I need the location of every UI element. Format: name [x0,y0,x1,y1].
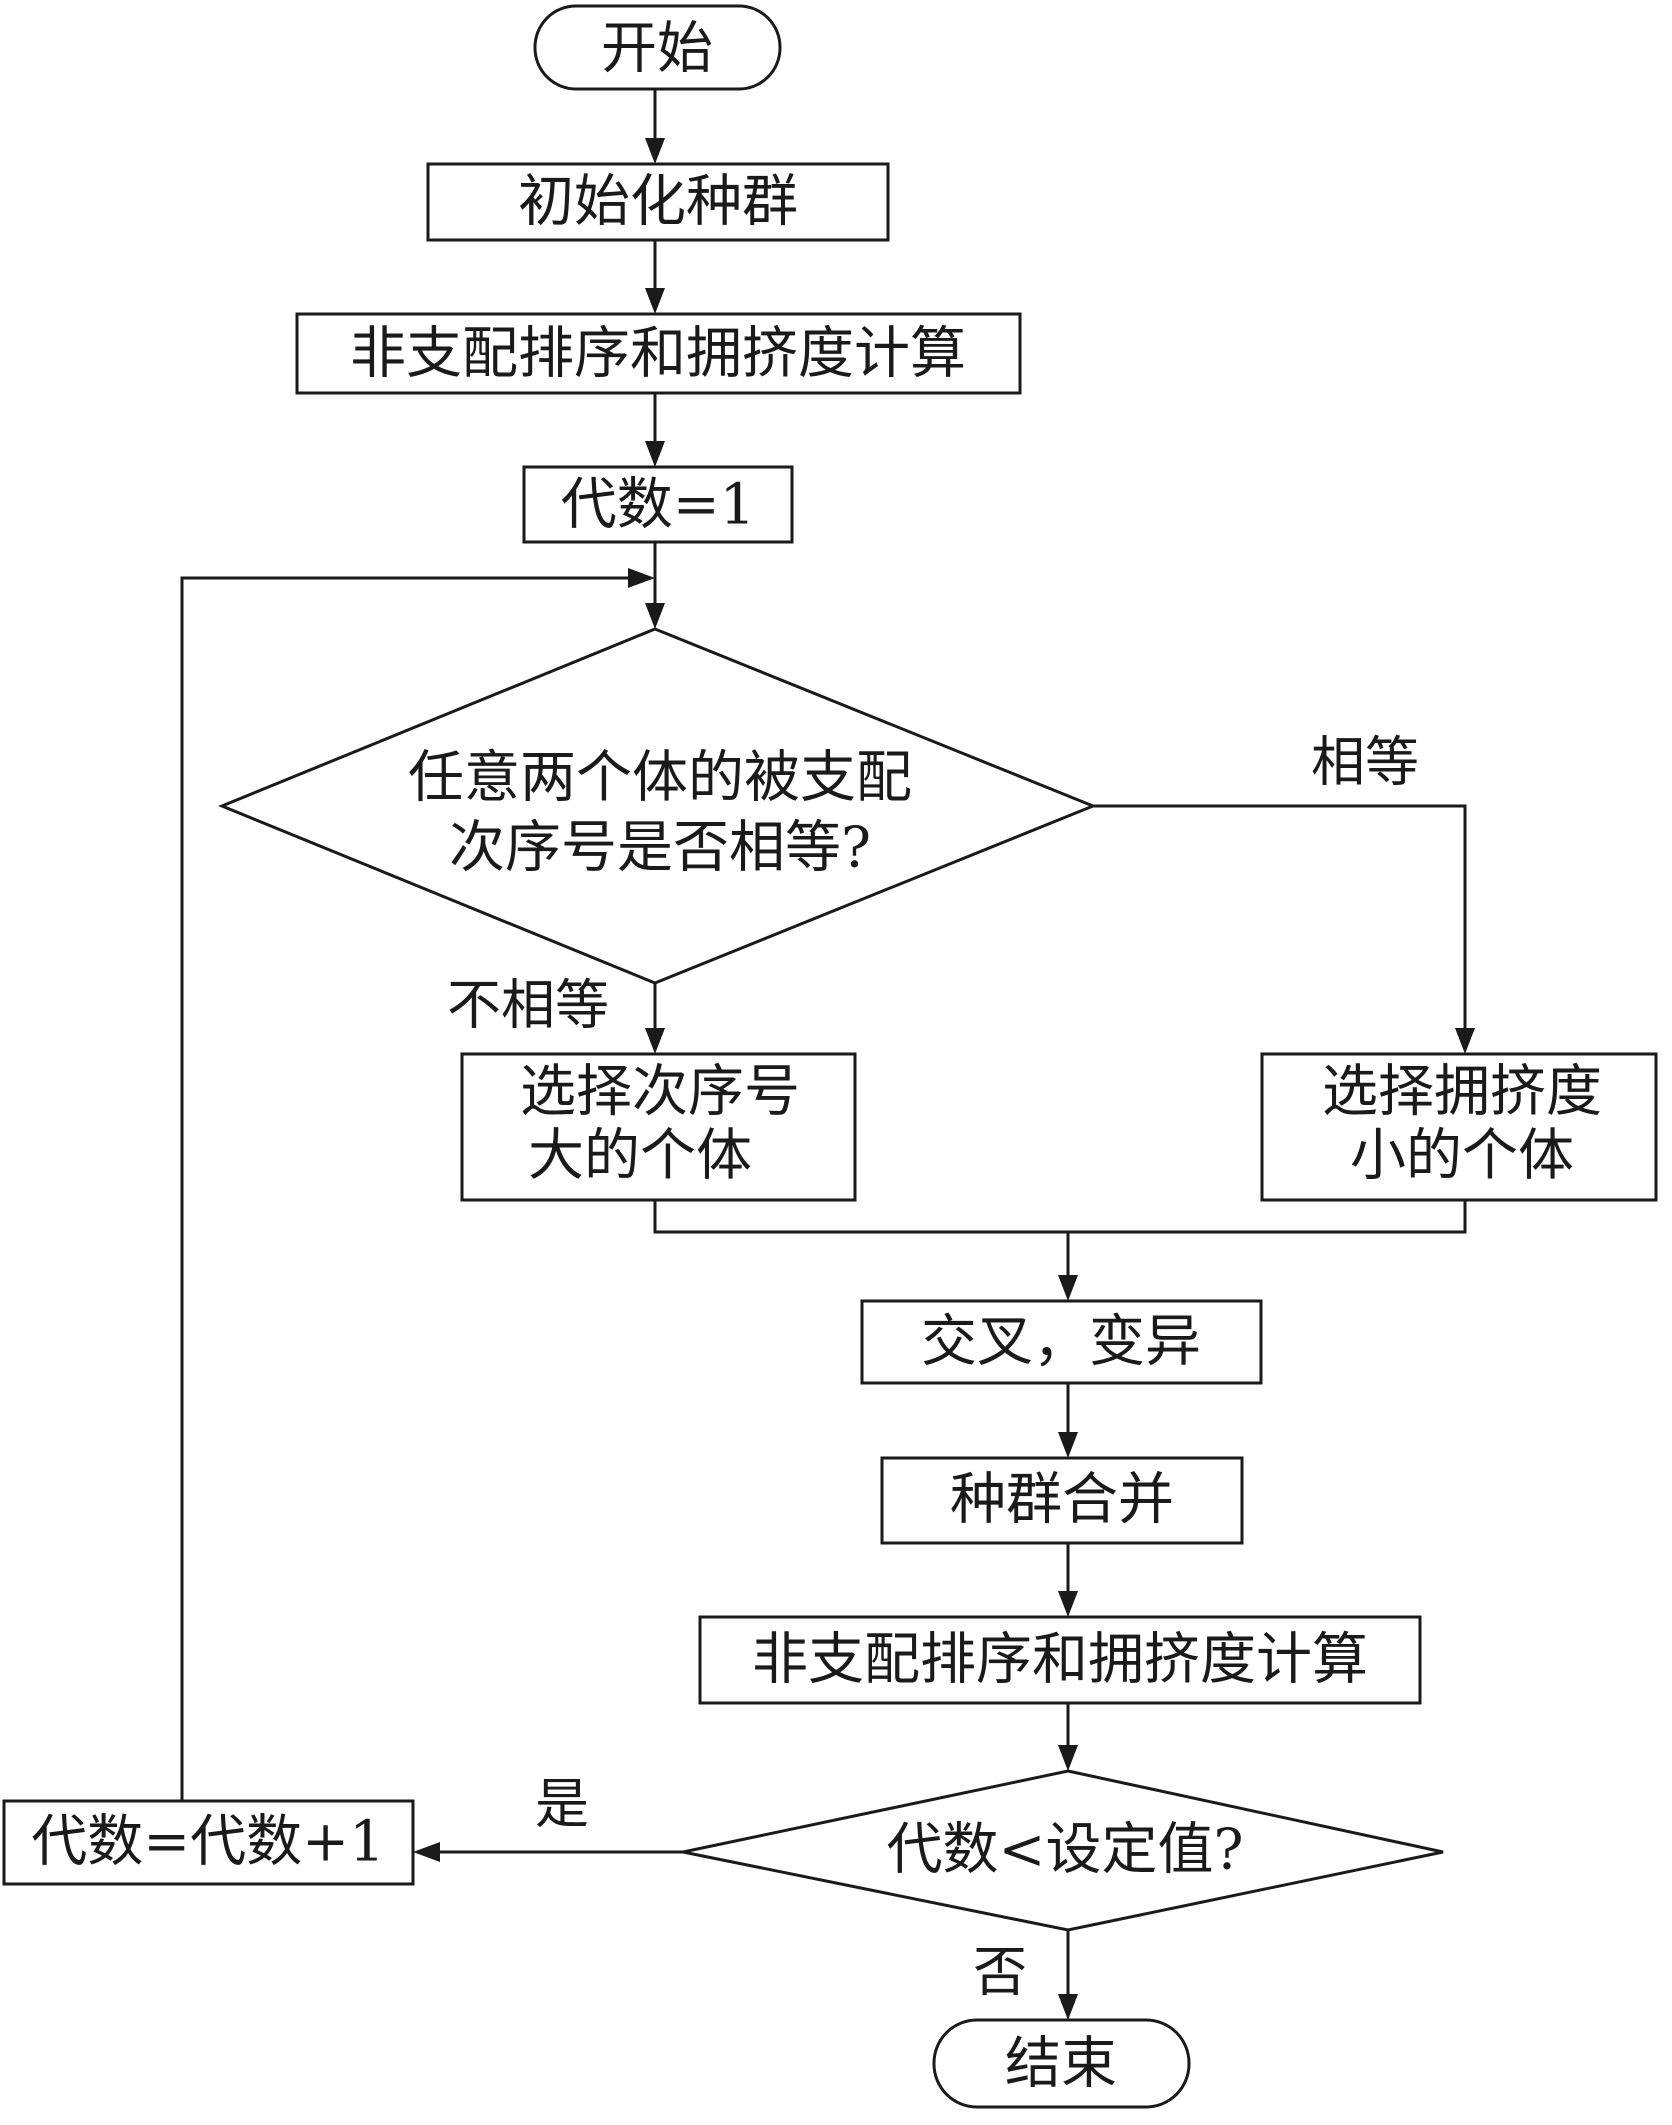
select-rank-label-line2: 大的个体 [528,1124,752,1189]
crossover-mutation-box: 交叉，变异 [860,1299,1263,1385]
generation-decision-diamond: 代数<设定值? [682,1769,1444,1932]
edge-decision-equal [1093,804,1467,1030]
init-population-box: 初始化种群 [426,162,890,242]
arrowhead [645,1028,665,1054]
arrowhead [1058,1745,1078,1771]
sort-crowding-box-1: 非支配排序和拥挤度计算 [295,312,1022,395]
gen-init-label: 代数=1 [561,473,756,538]
arrowhead [1058,1275,1078,1301]
select-rank-box: 选择次序号 大的个体 [460,1052,857,1202]
not-equal-label: 不相等 [447,974,609,1037]
rank-decision-label-line2: 次序号是否相等? [449,816,871,881]
equal-label: 相等 [1311,731,1419,794]
arrowhead [645,441,665,467]
arrowhead [645,603,665,629]
edge-merge-selections [653,1200,1467,1234]
edge-labels: 相等 不相等 是 否 [447,731,1419,2004]
edge-loop-back [180,576,630,1817]
arrowhead [1058,1432,1078,1458]
end-label: 结束 [1005,2032,1117,2097]
sort-crowding-label-2: 非支配排序和拥挤度计算 [752,1628,1368,1693]
generation-decision-label: 代数<设定值? [887,1818,1244,1883]
select-rank-label-line1: 选择次序号 [520,1060,800,1125]
sort-crowding-label-1: 非支配排序和拥挤度计算 [350,322,966,387]
yes-label: 是 [535,1773,589,1836]
rank-decision-diamond: 任意两个体的被支配 次序号是否相等? [218,627,1098,985]
select-crowding-label-line1: 选择拥挤度 [1322,1060,1602,1125]
gen-increment-label: 代数=代数+1 [31,1810,384,1875]
select-crowding-label-line2: 小的个体 [1350,1124,1574,1189]
merge-population-box: 种群合并 [880,1456,1244,1545]
start-label: 开始 [601,17,713,82]
gen-increment-box: 代数=代数+1 [2,1799,415,1886]
end-terminal: 结束 [932,2018,1191,2109]
start-terminal: 开始 [533,4,782,91]
rank-decision-label-line1: 任意两个体的被支配 [408,746,912,811]
arrowhead [1058,1994,1078,2020]
connectors [180,89,1475,2020]
select-crowding-box: 选择拥挤度 小的个体 [1260,1052,1658,1202]
merge-population-label: 种群合并 [950,1468,1174,1533]
gen-init-box: 代数=1 [522,465,794,544]
arrowhead [1058,1591,1078,1617]
arrowhead [645,138,665,164]
arrowhead [1455,1028,1475,1054]
arrowhead [628,568,655,588]
sort-crowding-box-2: 非支配排序和拥挤度计算 [698,1615,1422,1705]
no-label: 否 [973,1941,1027,2004]
arrowhead [413,1842,440,1862]
crossover-mutation-label: 交叉，变异 [921,1310,1201,1375]
arrowhead [645,288,665,314]
init-population-label: 初始化种群 [518,170,798,235]
